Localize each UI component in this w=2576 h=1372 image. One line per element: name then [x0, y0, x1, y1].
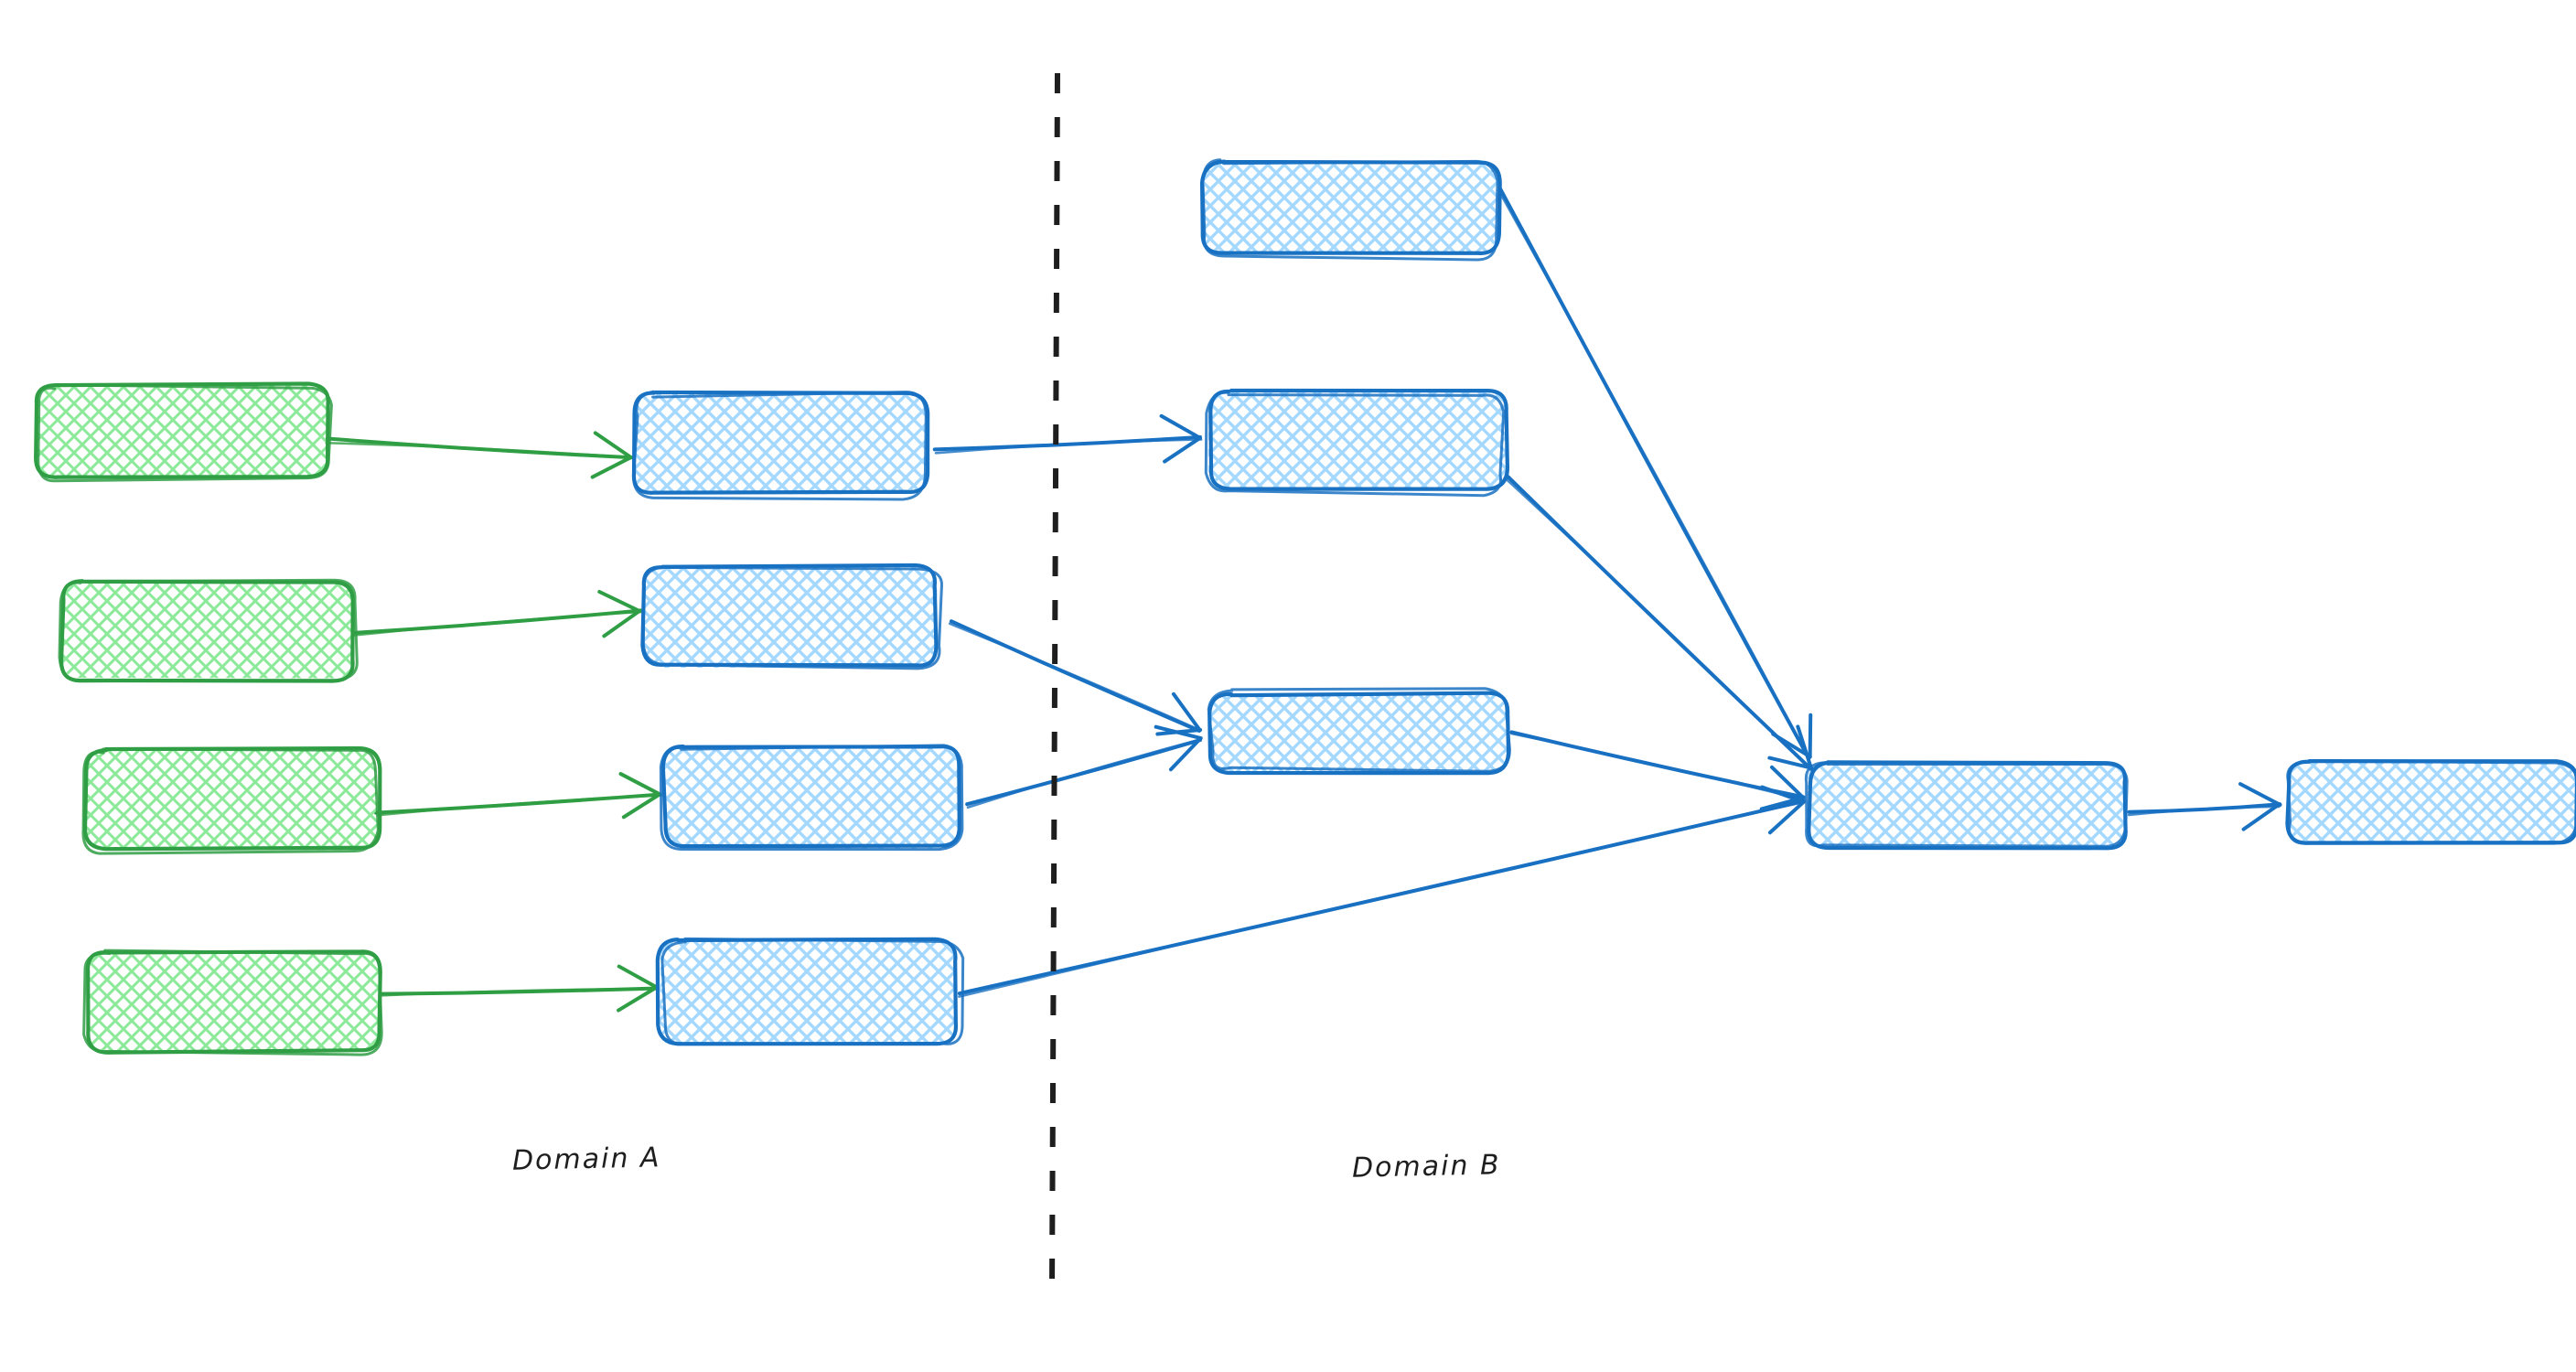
edge-c1-d1[interactable]: [1497, 186, 1813, 761]
edge-arrowhead: [593, 431, 633, 459]
node-d1[interactable]: [1804, 760, 2129, 851]
edge-arrowhead: [590, 456, 633, 479]
edge-a3-b3[interactable]: [373, 772, 663, 820]
edge-shaft: [1504, 477, 1812, 772]
edge-arrowhead: [1159, 413, 1202, 440]
node-c1[interactable]: [1199, 158, 1502, 262]
node-e1[interactable]: [2285, 759, 2576, 845]
node-b2[interactable]: [640, 563, 943, 670]
edge-a1-b1[interactable]: [325, 431, 634, 479]
node-b3[interactable]: [659, 744, 964, 852]
edge-arrowhead: [1154, 724, 1203, 741]
edge-shaft: [378, 987, 658, 997]
edge-shaft: [934, 438, 1203, 455]
node-fill: [1806, 762, 2127, 850]
edge-shaft: [966, 738, 1202, 809]
node-fill: [664, 746, 961, 850]
edge-arrowhead: [1767, 799, 1806, 835]
edge-shaft: [353, 610, 643, 637]
node-outline: [1201, 158, 1499, 262]
node-fill: [87, 950, 380, 1052]
edge-arrowhead: [1808, 713, 1813, 759]
divider-layer: [1049, 72, 1060, 1292]
node-c2[interactable]: [1204, 388, 1509, 498]
edge-arrowhead: [597, 590, 642, 614]
node-a2[interactable]: [58, 578, 359, 683]
node-outline: [660, 937, 965, 1045]
edge-arrowhead: [617, 964, 659, 989]
node-outline: [632, 390, 928, 501]
edge-d1-e1[interactable]: [2127, 782, 2282, 831]
node-fill: [60, 580, 355, 679]
edge-arrowhead: [1168, 736, 1202, 772]
edge-b1-c1[interactable]: [932, 413, 1203, 464]
edge-shaft: [948, 622, 1202, 732]
edge-shaft: [1497, 188, 1811, 760]
edge-b3-c3[interactable]: [965, 724, 1203, 809]
node-a4[interactable]: [82, 949, 383, 1056]
edge-arrowhead: [602, 608, 642, 638]
node-outline: [659, 744, 964, 852]
node-fill: [83, 749, 378, 851]
node-fill: [633, 393, 928, 495]
label-domain-a: Domain A: [511, 1142, 661, 1177]
edge-arrowhead: [1171, 691, 1202, 732]
edge-shaft: [2127, 805, 2281, 817]
edge-arrowhead: [618, 772, 663, 797]
node-outline: [641, 565, 943, 670]
node-outline: [81, 747, 380, 855]
edge-b2-c3[interactable]: [948, 619, 1203, 736]
edge-layer: [325, 186, 2282, 1013]
node-outline: [82, 949, 383, 1056]
node-fill: [643, 566, 938, 669]
edge-arrowhead: [1767, 756, 1814, 770]
node-b4[interactable]: [655, 937, 965, 1046]
edge-c3-d1[interactable]: [1509, 730, 1806, 811]
node-outline: [37, 383, 333, 483]
node-fill: [660, 939, 957, 1043]
domain-divider: [1049, 72, 1060, 1292]
node-layer: [34, 158, 2576, 1056]
edge-shaft: [1509, 732, 1804, 801]
edge-shaft: [958, 800, 1805, 998]
edge-arrowhead: [2238, 782, 2282, 807]
node-outline: [58, 578, 359, 683]
node-outline: [82, 745, 382, 852]
edge-shaft: [377, 794, 662, 817]
node-outline: [1208, 388, 1509, 491]
edge-a2-b2[interactable]: [353, 590, 643, 638]
edge-arrowhead: [2241, 802, 2281, 831]
edge-arrowhead: [1796, 724, 1813, 770]
edge-arrowhead: [1163, 435, 1202, 464]
node-fill: [1208, 391, 1507, 489]
edge-arrowhead: [617, 985, 660, 1013]
node-b1[interactable]: [631, 390, 930, 501]
node-c3[interactable]: [1207, 687, 1511, 776]
node-outline: [1204, 391, 1506, 498]
edge-shaft: [325, 441, 633, 459]
node-fill: [35, 383, 327, 478]
node-a3[interactable]: [81, 745, 382, 855]
edge-arrowhead: [1769, 765, 1806, 800]
node-fill: [1208, 692, 1508, 772]
node-outline: [1804, 761, 2129, 848]
edge-arrowhead: [1759, 796, 1806, 811]
node-outline: [1207, 687, 1511, 773]
edge-c2-d1[interactable]: [1504, 474, 1814, 772]
node-a1[interactable]: [34, 381, 333, 483]
edge-a4-b4[interactable]: [378, 964, 660, 1013]
edge-arrowhead: [621, 792, 662, 820]
node-fill: [1203, 160, 1499, 254]
node-fill: [2287, 759, 2576, 844]
edge-b4-d1[interactable]: [957, 785, 1807, 998]
label-domain-b: Domain B: [1351, 1149, 1501, 1184]
